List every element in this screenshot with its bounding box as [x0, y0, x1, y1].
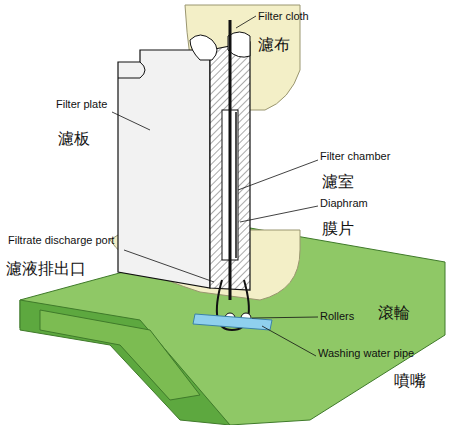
leader-line	[252, 317, 318, 318]
diaphragm	[235, 112, 237, 258]
part-label-chinese: 濾板	[58, 130, 90, 148]
part-label: Filter chamber	[320, 150, 390, 162]
plate-hole	[190, 35, 217, 60]
part-label: Diaphram	[320, 197, 368, 209]
part-label: Filter plate	[56, 98, 107, 110]
part-label-chinese: 膜片	[322, 220, 354, 238]
leader-line	[112, 112, 150, 130]
leader-line	[124, 250, 214, 282]
leader-line	[240, 206, 318, 222]
part-label: Filter cloth	[258, 10, 309, 22]
part-label-chinese: 濾液排出口	[6, 260, 86, 278]
washing-pipe	[193, 314, 272, 330]
part-label-chinese: 濾室	[322, 173, 354, 191]
leader-line	[236, 16, 256, 28]
part-label: Rollers	[320, 310, 354, 322]
filter-cloth-line	[229, 20, 232, 300]
part-label-chinese: 滾輪	[378, 304, 410, 322]
filter-plate-face	[118, 50, 210, 288]
part-label: Washing water pipe	[318, 347, 414, 359]
part-label-chinese: 噴嘴	[394, 372, 426, 390]
leader-line	[262, 326, 316, 356]
base-rail-inner	[40, 310, 200, 400]
leader-line	[238, 160, 318, 190]
part-label-chinese: 濾布	[258, 36, 290, 54]
plate-ear	[118, 62, 145, 78]
part-label: Filtrate discharge port	[8, 234, 114, 246]
